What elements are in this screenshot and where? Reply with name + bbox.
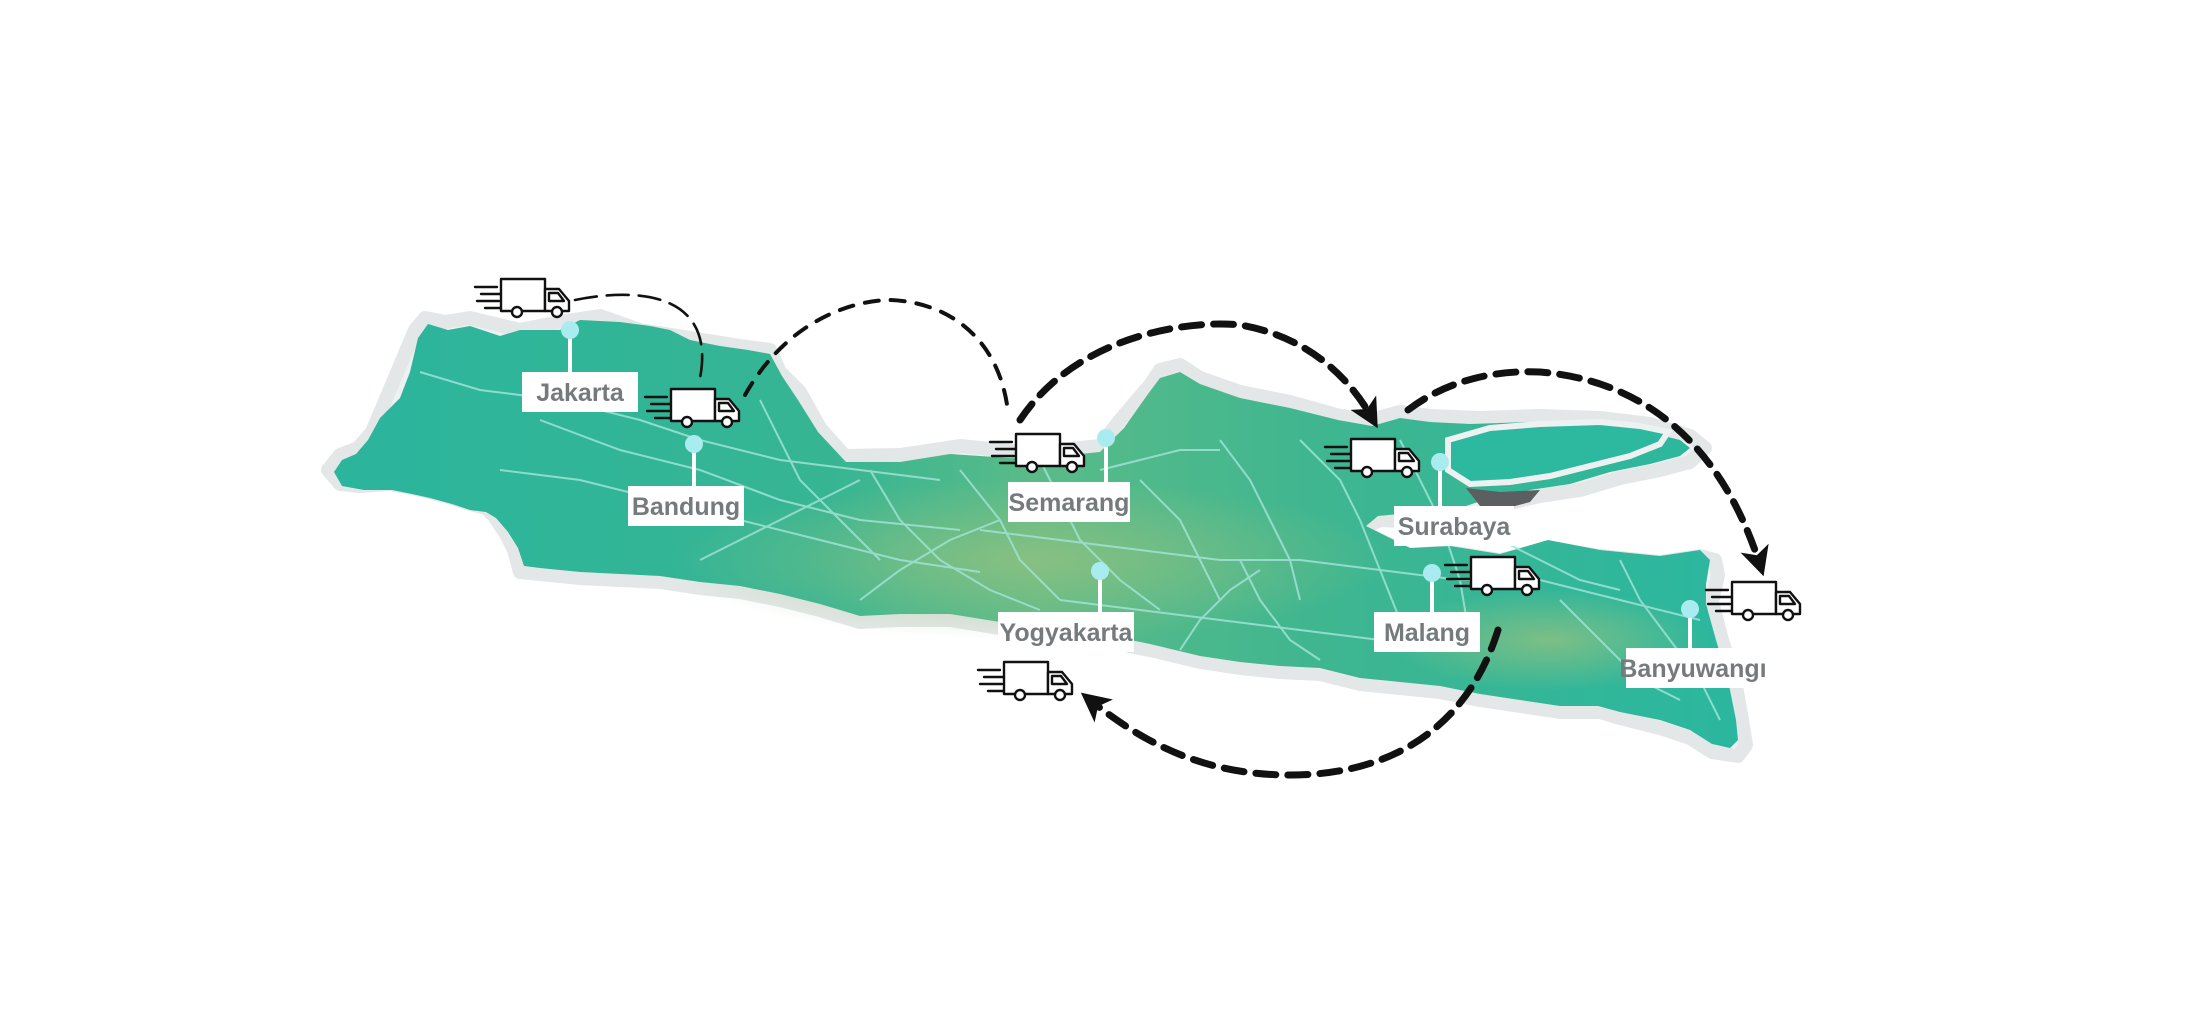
route-semarang-surabaya xyxy=(1016,320,1378,429)
route-bandung-semarang xyxy=(743,297,1010,414)
map-pin-icon xyxy=(1423,564,1441,582)
city-label-surabaya: Surabaya xyxy=(1398,513,1512,541)
city-marker-surabaya[interactable]: Surabaya xyxy=(1394,453,1514,546)
city-label-banyuwangi: Banyuwangı xyxy=(1619,655,1766,683)
city-label-semarang: Semarang xyxy=(1009,489,1130,517)
strait-shadow xyxy=(1466,488,1540,510)
city-label-jakarta: Jakarta xyxy=(536,379,625,407)
city-marker-semarang[interactable]: Semarang xyxy=(1008,429,1130,522)
map-pin-icon xyxy=(561,321,579,339)
route-surabaya-banyuwangi xyxy=(1404,368,1769,577)
map-pin-icon xyxy=(1097,429,1115,447)
city-label-yogyakarta: Yogyakarta xyxy=(1000,619,1134,647)
route-jakarta-bandung xyxy=(573,293,704,380)
city-marker-malang[interactable]: Malang xyxy=(1374,564,1480,652)
city-marker-bandung[interactable]: Bandung xyxy=(628,435,744,526)
city-marker-yogyakarta[interactable]: Yogyakarta xyxy=(998,562,1134,652)
city-label-bandung: Bandung xyxy=(632,493,740,521)
city-marker-banyuwangi[interactable]: Banyuwangı xyxy=(1619,600,1767,688)
city-marker-jakarta[interactable]: Jakarta xyxy=(522,321,638,412)
land-texture xyxy=(670,480,1390,640)
map-pin-icon xyxy=(1091,562,1109,580)
city-label-malang: Malang xyxy=(1384,619,1470,647)
delivery-truck-icon xyxy=(976,660,1074,702)
delivery-truck-icon xyxy=(473,277,571,319)
map-pin-icon xyxy=(1681,600,1699,618)
map-pin-icon xyxy=(1431,453,1449,471)
route-malang-yogyakarta xyxy=(1080,626,1502,779)
madura-island xyxy=(1445,418,1673,488)
delivery-routes xyxy=(573,293,1769,779)
map-pin-icon xyxy=(685,435,703,453)
